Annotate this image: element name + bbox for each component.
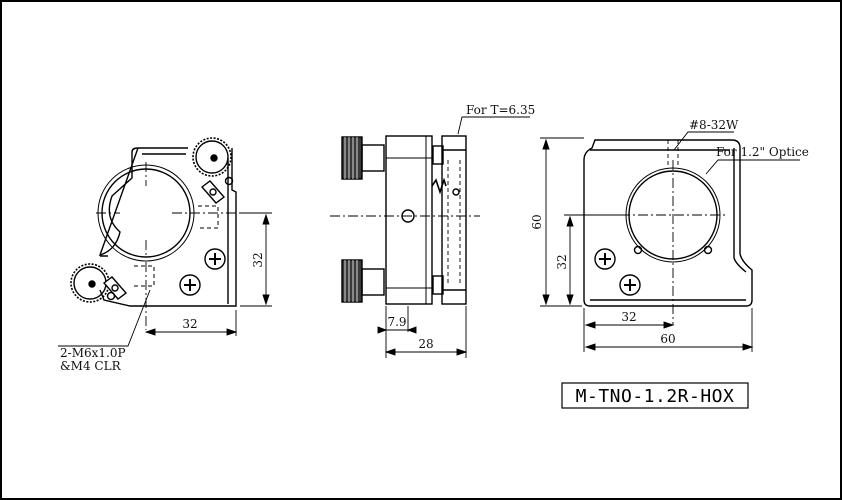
- front-height-label: 32: [251, 252, 265, 267]
- side-plate-label: For T=6.35: [466, 103, 535, 117]
- side-small-label: 7.9: [387, 315, 406, 329]
- thread-label: #8-32W: [689, 118, 739, 132]
- hole-leader: [58, 289, 151, 347]
- side-depth-label: 28: [418, 337, 433, 351]
- side-dim-small: [377, 306, 417, 358]
- rear-width-partial-label: 32: [621, 310, 636, 324]
- rear-dim-width-total: [584, 308, 754, 352]
- front-width-label: 32: [182, 317, 197, 331]
- side-plate-leader: [457, 116, 530, 135]
- side-view: [330, 135, 480, 305]
- front-view: [70, 137, 250, 330]
- rear-dim-total-height: [540, 137, 584, 307]
- rear-dim-width-partial: [583, 308, 675, 352]
- optic-label: For 1.2" Optice: [716, 145, 809, 159]
- part-number: M-TNO-1.2R-HOX: [576, 386, 735, 407]
- rear-dim-height: [564, 214, 620, 306]
- hole-label-2: &M4 CLR: [60, 359, 122, 373]
- side-dim-depth: [384, 306, 468, 358]
- front-dim-height: [240, 212, 272, 307]
- rear-total-height-label: 60: [530, 214, 544, 229]
- rear-width-total-label: 60: [660, 332, 675, 346]
- part-number-box: [561, 382, 749, 409]
- optic-leader: [705, 159, 800, 175]
- thread-leader: [673, 131, 734, 151]
- hole-label-1: 2-M6x1.0P: [60, 346, 126, 360]
- front-dim-width: [144, 310, 238, 336]
- rear-view: [583, 139, 753, 325]
- rear-height-label: 32: [555, 254, 569, 269]
